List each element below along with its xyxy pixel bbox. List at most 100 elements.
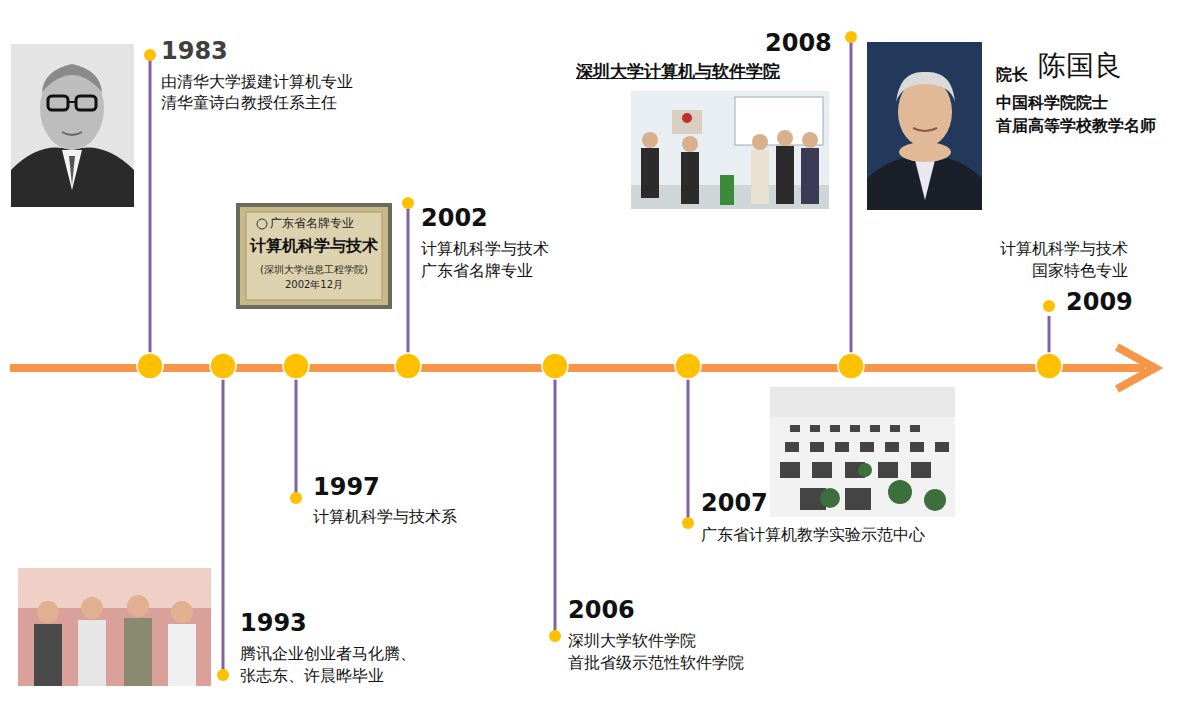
portrait-photo-part	[42, 64, 102, 92]
classroom-photo-part	[780, 425, 949, 510]
founders-photo-part-part	[34, 624, 62, 686]
timeline-stem-part	[222, 368, 225, 675]
plaque-photo-part	[246, 212, 382, 300]
title-text: 中国科学院院士	[996, 94, 1108, 112]
timeline-dot-part	[137, 353, 163, 379]
classroom-photo-part-part	[812, 462, 832, 478]
classroom-photo-part-part	[780, 462, 800, 478]
founders-photo-part-part	[37, 601, 59, 623]
event-text: 广东省计算机教学实验示范中心	[701, 526, 925, 544]
plaque-text: 广东省名牌专业	[270, 217, 354, 231]
ceremony-photo-part	[641, 130, 819, 204]
portrait-photo-part	[62, 150, 82, 190]
portrait-photo-part	[69, 156, 75, 185]
classroom-photo-part	[820, 463, 946, 511]
event-text: 腾讯企业创业者马化腾、	[240, 645, 416, 663]
ceremony-photo-part-part	[641, 148, 659, 198]
stem-end-dot-part	[217, 669, 229, 681]
plaque-photo-part	[240, 207, 388, 305]
event-text: 计算机科学与技术	[421, 240, 549, 258]
classroom-photo-part	[770, 387, 955, 517]
portrait-photo-part	[76, 96, 96, 110]
timeline-stem-part	[149, 55, 152, 368]
classroom-photo-part-part	[810, 442, 824, 452]
stem-end-dot	[144, 31, 1055, 681]
portrait-photo	[11, 44, 134, 207]
event-text: 广东省名牌专业	[421, 262, 533, 280]
classroom-photo-part-part	[835, 442, 849, 452]
classroom-photo-part-part	[820, 488, 840, 508]
ceremony-photo-part-part	[751, 150, 769, 204]
ceremony-photo-part-part	[642, 132, 658, 148]
ceremony-photo-part-part	[681, 152, 699, 204]
classroom-photo-part-part	[911, 462, 931, 478]
portrait-photo	[867, 42, 982, 210]
classroom-photo-part-part	[858, 463, 872, 477]
classroom-photo-part-part	[845, 488, 871, 510]
plaque-text: 计算机科学与技术	[250, 237, 378, 255]
portrait-photo-part	[867, 42, 982, 210]
classroom-photo-part-part	[890, 425, 900, 432]
founders-photo-part	[34, 618, 196, 686]
portrait-photo-part	[867, 157, 982, 210]
classroom-photo-part-part	[860, 442, 874, 452]
event-text: 计算机科学与技术	[1000, 240, 1128, 258]
timeline-axis-part	[10, 364, 1145, 372]
portrait-photo-part	[68, 101, 76, 103]
classroom-photo	[770, 387, 955, 517]
portrait-photo-part	[11, 148, 134, 208]
ceremony-photo-part-part	[682, 136, 698, 152]
timeline-stem	[150, 37, 1049, 675]
year-label: 1997	[313, 474, 380, 502]
timeline-dot-part	[1036, 353, 1062, 379]
timeline-axis	[10, 347, 1155, 389]
year-label: 2009	[1066, 289, 1133, 317]
event-text: 清华童诗白教授任系主任	[161, 94, 337, 112]
portrait-photo-part	[11, 44, 134, 207]
ceremony-photo-part-part	[801, 148, 819, 204]
ceremony-photo-part	[682, 113, 692, 123]
event-text: 由清华大学援建计算机专业	[161, 73, 353, 91]
plaque-photo	[236, 203, 392, 309]
ceremony-photo-part-part	[777, 130, 793, 146]
classroom-photo-part-part	[888, 480, 912, 504]
school-name: 深圳大学计算机与软件学院	[576, 62, 780, 82]
classroom-photo-part-part	[790, 425, 800, 432]
founders-photo-part-part	[127, 595, 149, 617]
founders-photo-part	[18, 568, 211, 686]
plaque-photo-part	[257, 219, 267, 229]
timeline-dot-part	[838, 353, 864, 379]
classroom-photo-part-part	[935, 442, 949, 452]
stem-end-dot-part	[402, 197, 414, 209]
classroom-photo-part-part	[910, 442, 924, 452]
classroom-photo-part-part	[924, 489, 946, 511]
year-label: 1983	[161, 38, 228, 66]
event-text: 计算机科学与技术系	[313, 508, 457, 526]
founders-photo-part-part	[78, 620, 106, 686]
founders-photo-part-part	[168, 624, 196, 686]
stem-end-dot-part	[682, 517, 694, 529]
plaque-photo-part	[236, 203, 392, 309]
classroom-photo-part-part	[785, 442, 799, 452]
title-text: 首届高等学校教学名师	[996, 117, 1156, 135]
event-text: 国家特色专业	[1032, 262, 1128, 280]
portrait-photo-part	[48, 96, 68, 110]
ceremony-photo	[631, 91, 829, 209]
ceremony-photo-part	[720, 175, 734, 205]
classroom-photo-part-part	[885, 442, 899, 452]
timeline-stem-part	[687, 368, 690, 523]
founders-photo-part-part	[81, 597, 103, 619]
founders-photo-part-part	[124, 618, 152, 686]
year-label: 2006	[568, 597, 635, 625]
classroom-photo-part-part	[830, 425, 840, 432]
ceremony-photo-part	[672, 110, 702, 134]
year-label: 2008	[765, 30, 832, 58]
founders-photo-part-part	[171, 601, 193, 623]
timeline-dot	[137, 353, 1062, 379]
timeline-dot-part	[395, 353, 421, 379]
event-text: 首批省级示范性软件学院	[568, 654, 744, 672]
founders-photo-part	[37, 595, 193, 623]
portrait-photo-part	[62, 132, 82, 135]
